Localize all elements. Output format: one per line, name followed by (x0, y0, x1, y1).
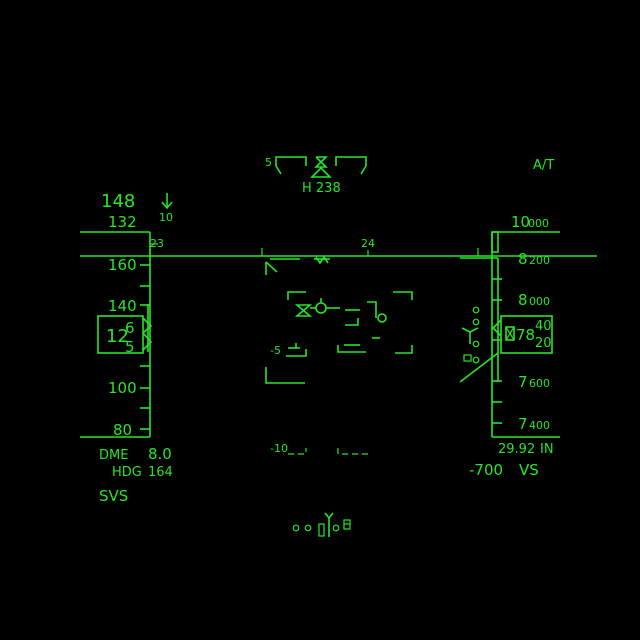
roll-scale-mark: 5 (265, 156, 272, 169)
altitude-current-digit: 20 (535, 336, 552, 351)
altitude-current-major: 78 (516, 326, 535, 344)
flight-path-symbology: -5 -10 (265, 258, 413, 455)
horizon-line: 23 24 (80, 237, 597, 265)
altitude-tape: 8 200 8 000 7 600 7 400 (459, 231, 560, 438)
heading-mark-23: 23 (150, 237, 164, 250)
airspeed-current-major: 12 (106, 326, 129, 347)
selected-airspeed: 148 (101, 191, 135, 212)
dme-label: DME (99, 448, 128, 463)
altitude-readout: 78 40 20 (491, 315, 553, 354)
hdg-value: 164 (148, 465, 173, 480)
baro-unit: IN (540, 442, 554, 457)
roll-scale: 5 (265, 156, 367, 178)
autothrottle-annunciator: A/T (533, 158, 554, 173)
altitude-tick-minor: 200 (529, 254, 550, 267)
hdg-label: HDG (112, 465, 142, 480)
baro-setting: 29.92 (498, 442, 535, 457)
selected-altitude-major: 10 (511, 213, 530, 231)
altitude-tick-major: 8 (518, 250, 528, 268)
selected-altitude-minor: 000 (528, 217, 549, 230)
altitude-tick-major: 7 (518, 415, 528, 433)
airspeed-trend-top: 132 (108, 213, 137, 231)
selected-heading: H 238 (302, 181, 341, 196)
airspeed-readout: 12 6 5 (97, 315, 153, 356)
airspeed-tick: 80 (113, 421, 132, 439)
altitude-tick-major: 7 (518, 373, 528, 391)
altitude-tick-minor: 600 (529, 377, 550, 390)
altitude-tick-minor: 400 (529, 419, 550, 432)
airspeed-trend-value: 10 (159, 211, 173, 224)
airspeed-current-digit: 6 (125, 319, 135, 337)
roll-pointer-icon (310, 156, 332, 178)
airspeed-current-digit: 5 (125, 338, 135, 356)
flight-path-marker-icon (294, 298, 340, 317)
airspeed-tape: 160 140 100 80 (80, 231, 158, 439)
pitch-minus-10: -10 (270, 442, 288, 455)
airspeed-trend-arrow-icon (161, 193, 173, 210)
altitude-tick-minor: 000 (529, 295, 550, 308)
vertical-speed-value: -700 (469, 461, 503, 479)
heading-mark-24: 24 (361, 237, 375, 250)
vertical-speed-unit: VS (519, 461, 539, 479)
airspeed-tick: 140 (108, 297, 137, 315)
altitude-current-digit: 40 (535, 319, 552, 334)
marker-indicators-right (461, 306, 480, 364)
svs-annunciator: SVS (99, 487, 128, 505)
altitude-tick-major: 8 (518, 291, 528, 309)
marker-indicators-bottom (292, 512, 351, 537)
airspeed-tick: 100 (108, 379, 137, 397)
airspeed-tick: 160 (108, 256, 137, 274)
dme-value: 8.0 (148, 445, 172, 463)
pitch-minus-5: -5 (270, 344, 281, 357)
